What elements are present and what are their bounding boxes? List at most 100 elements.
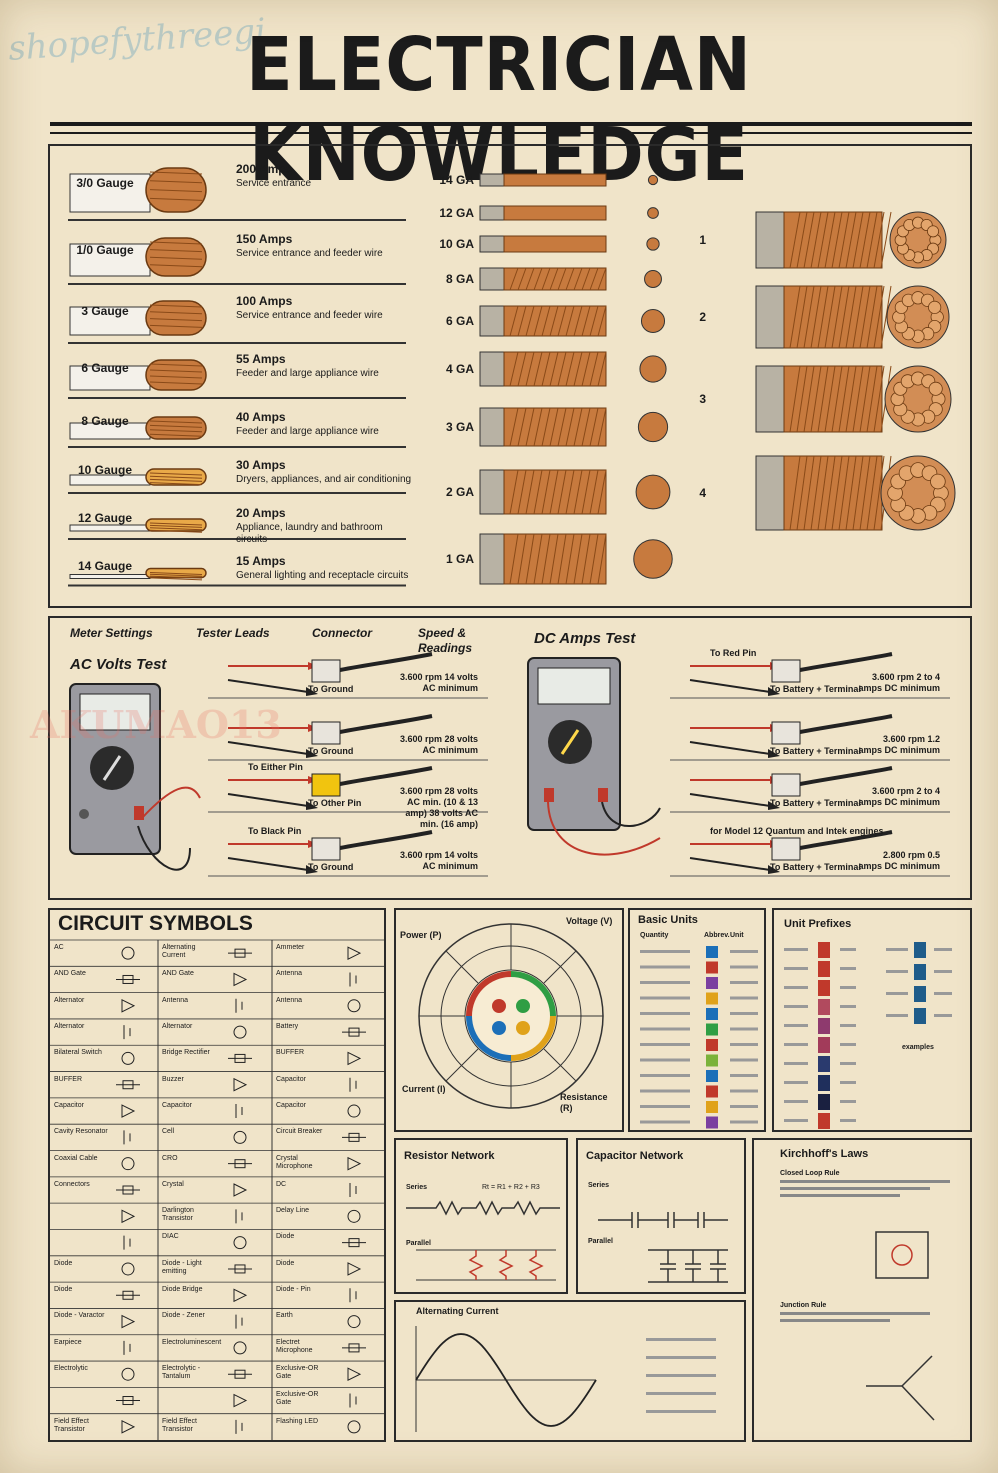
symbol-label-9-0: Connectors — [54, 1180, 90, 1188]
symbol-label-5-2: Capacitor — [276, 1075, 306, 1083]
meter-graphics — [69, 652, 950, 877]
symbol-label-12-1: Diode - Light emitting — [162, 1259, 202, 1275]
connector — [771, 721, 801, 745]
unit-swatch — [706, 977, 718, 989]
symbol-label-12-2: Diode — [276, 1259, 295, 1267]
dc-reading-2: 3.600 rpm 2 to 4 amps DC minimum — [858, 786, 940, 807]
symbol-label-16-0: Electrolytic — [54, 1365, 88, 1373]
kirchhoff-loop-label: Closed Loop Rule — [780, 1170, 840, 1177]
dc-reading-1: 3.600 rpm 1.2 amps DC minimum — [858, 734, 940, 755]
capacitor-network-panel: Capacitor Network Series Parallel — [576, 1138, 746, 1294]
ga-label-6: 3 GA — [445, 420, 474, 434]
ac-top-2: To Either Pin — [248, 762, 303, 772]
meter-header-2: Connector — [312, 626, 372, 640]
symbol-label-18-1: Field Effect Transistor — [162, 1417, 197, 1433]
title-rule-bottom — [50, 132, 972, 134]
amps-label-3: 55 Amps — [236, 352, 286, 366]
ga-label-8: 1 GA — [445, 552, 474, 566]
ga-label-2: 10 GA — [439, 237, 474, 251]
dc-top-0: To Red Pin — [710, 648, 757, 658]
gauge-label-2: 3 Gauge — [81, 304, 129, 318]
symbol-label-6-2: Capacitor — [276, 1101, 306, 1109]
unit-swatch — [706, 1101, 718, 1113]
gauge-label-4: 8 Gauge — [81, 414, 129, 428]
connector — [311, 659, 341, 683]
wheel-label-voltage: Voltage (V) — [566, 916, 613, 926]
ga-conductor — [503, 205, 607, 221]
prefix-swatch — [818, 942, 830, 958]
symbol-label-3-2: Battery — [276, 1022, 299, 1030]
wheel-label-power: Power (P) — [400, 930, 442, 940]
prefix-swatch — [818, 999, 830, 1015]
circuit-symbols-title: CIRCUIT SYMBOLS — [58, 912, 253, 935]
symbol-label-7-0: Cavity Resonator — [54, 1128, 108, 1136]
symbol-label-10-2: Delay Line — [276, 1207, 310, 1215]
symbol-label-0-1: Alternating Current — [162, 944, 196, 959]
gauge-label-0: 3/0 Gauge — [76, 176, 134, 190]
amps-label-1: 150 Amps — [236, 232, 293, 246]
amps-label-5: 30 Amps — [236, 458, 286, 472]
kirchhoff-junction-label: Junction Rule — [780, 1302, 827, 1309]
meter-header-1: Tester Leads — [196, 626, 270, 640]
dc-reading-0: 3.600 rpm 2 to 4 amps DC minimum — [858, 672, 940, 693]
kirchhoff-panel: Kirchhoff's Laws Closed Loop Rule Juncti… — [752, 1138, 972, 1442]
symbol-label-5-0: BUFFER — [54, 1075, 82, 1083]
ga-cross-section — [633, 539, 673, 579]
gauge-label-7: 14 Gauge — [77, 559, 133, 573]
prefix-swatch — [818, 1094, 830, 1110]
prefix-swatch — [818, 980, 830, 996]
alternating-current-title: Alternating Current — [416, 1306, 499, 1316]
amps-label-6: 20 Amps — [236, 506, 286, 520]
unit-prefix-swatches — [784, 942, 952, 1129]
symbol-label-15-1: Electroluminescent — [162, 1338, 222, 1346]
symbol-label-11-2: Diode — [276, 1233, 295, 1241]
symbol-label-10-1: Darlington Transistor — [162, 1207, 194, 1223]
connector — [771, 773, 801, 797]
ac-bottom-3: To Ground — [308, 862, 354, 872]
large-label-2: 3 — [699, 392, 706, 406]
symbol-label-3-1: Alternator — [162, 1022, 193, 1030]
unit-swatch — [706, 1116, 718, 1129]
wire-insulation — [69, 524, 151, 532]
resistor-diagram — [406, 1200, 560, 1281]
watermark-mid: AKUMAO13 — [30, 702, 282, 747]
ga-cross-section — [646, 237, 660, 251]
unit-swatch — [706, 1085, 718, 1098]
ac-reading-0: 3.600 rpm 14 volts AC minimum — [399, 672, 478, 693]
symbol-label-2-2: Antenna — [276, 996, 303, 1004]
symbol-label-9-2: DC — [276, 1180, 287, 1188]
ga-cross-section — [640, 308, 666, 334]
unit-swatch — [706, 1054, 718, 1067]
gauge-label-3: 6 Gauge — [81, 361, 129, 375]
ac-bottom-0: To Ground — [308, 684, 354, 694]
resistor-parallel-label: Parallel — [406, 1240, 431, 1247]
wheel-label-current: Current (I) — [402, 1084, 446, 1094]
wire-insulation — [69, 574, 151, 579]
wire-gauge-graphics — [68, 167, 956, 587]
unit-swatch — [706, 1008, 718, 1020]
symbol-label-0-2: Ammeter — [276, 944, 305, 951]
symbol-label-15-0: Earpiece — [54, 1338, 82, 1346]
amps-label-2: 100 Amps — [236, 294, 293, 308]
gauge-label-5: 10 Gauge — [77, 463, 133, 477]
capacitor-parallel-label: Parallel — [588, 1238, 613, 1245]
page-title: ELECTRICIAN KNOWLEDGE — [246, 22, 752, 198]
symbol-label-18-2: Flashing LED — [276, 1417, 319, 1425]
unit-swatch — [706, 946, 718, 958]
symbol-label-11-1: DIAC — [162, 1233, 179, 1241]
resistor-formula: Rt = R1 + R2 + R3 — [482, 1184, 540, 1191]
symbol-label-16-1: Electrolytic - Tantalum — [162, 1365, 201, 1381]
ac-bottom-1: To Ground — [308, 746, 354, 756]
ga-cross-section — [647, 174, 659, 186]
symbol-label-2-1: Antenna — [162, 996, 189, 1004]
ga-label-1: 12 GA — [439, 206, 474, 220]
ga-label-5: 4 GA — [445, 362, 474, 376]
dc-bottom-3: To Battery + Terminal — [770, 862, 861, 872]
ga-label-0: 14 GA — [439, 173, 474, 187]
desc-label-0: Service entrance — [236, 178, 312, 189]
symbol-grid-lines — [50, 939, 384, 1440]
ga-cross-section — [635, 474, 671, 510]
meter-header-0: Meter Settings — [70, 626, 153, 640]
